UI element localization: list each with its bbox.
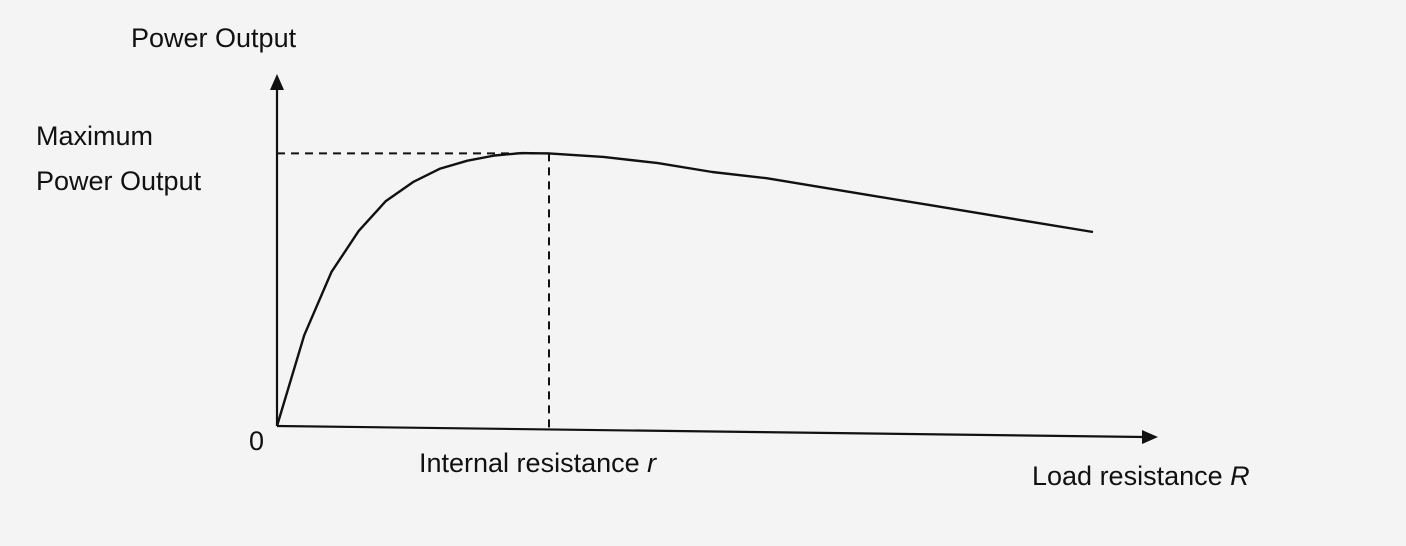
internal-resistance-text: Internal resistance xyxy=(419,448,647,478)
x-axis-arrowhead xyxy=(1142,430,1158,444)
max-power-label-line2: Power Output xyxy=(36,166,202,196)
power-output-curve xyxy=(275,151,1094,427)
x-axis-label-symbol: R xyxy=(1230,461,1250,491)
y-axis-arrowhead xyxy=(270,74,284,90)
x-axis-label-text: Load resistance xyxy=(1032,461,1230,491)
y-axis-label: Power Output xyxy=(131,23,297,53)
x-axis xyxy=(276,424,1147,439)
x-axis-label: Load resistance R xyxy=(1032,461,1250,491)
origin-label: 0 xyxy=(249,426,264,456)
max-power-label-line1: Maximum xyxy=(36,121,153,151)
internal-resistance-symbol: r xyxy=(647,448,657,478)
internal-resistance-label: Internal resistance r xyxy=(419,448,657,478)
